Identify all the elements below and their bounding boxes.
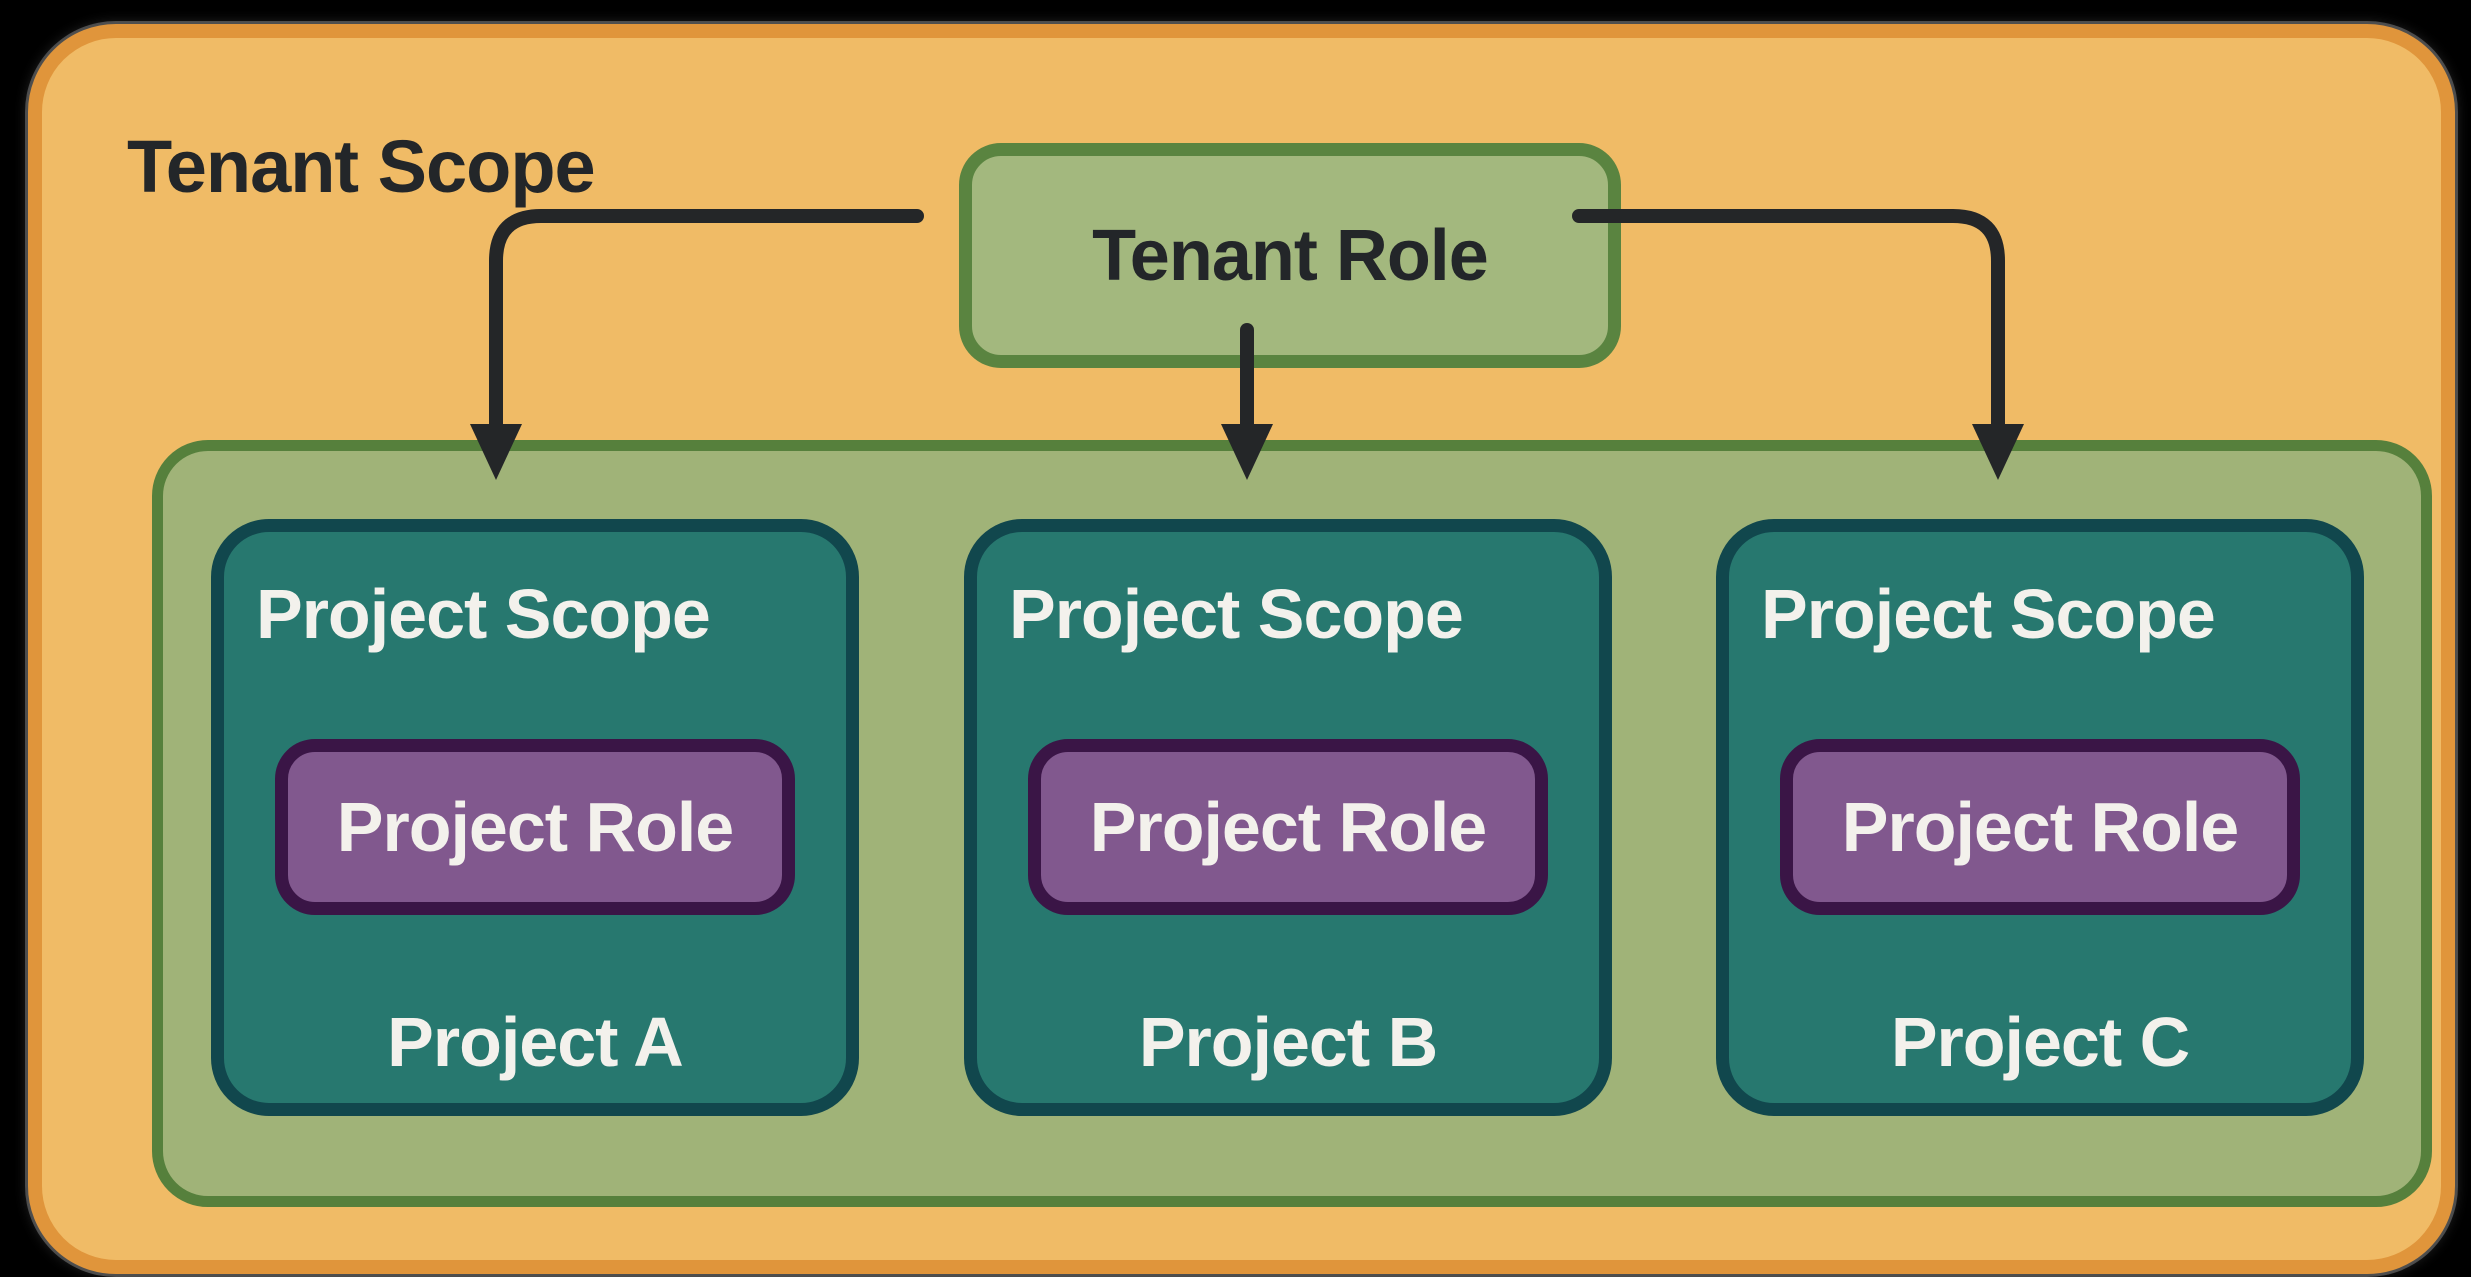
projects-group-container: Project Scope Project Role Project A Pro… — [152, 440, 2432, 1207]
project-scope-label-b: Project Scope — [1009, 575, 1464, 653]
project-scope-node-a: Project Scope Project Role Project A — [211, 519, 859, 1116]
project-role-node-c: Project Role — [1780, 739, 2300, 915]
project-role-node-b: Project Role — [1028, 739, 1548, 915]
project-scope-label-a: Project Scope — [256, 575, 711, 653]
project-scope-label-c: Project Scope — [1761, 575, 2216, 653]
project-role-label-c: Project Role — [1841, 788, 2239, 866]
project-name-label-b: Project B — [1138, 1003, 1438, 1081]
tenant-scope-container: Tenant Scope Tenant Role Project Scope P… — [28, 24, 2455, 1274]
project-name-label-a: Project A — [387, 1003, 684, 1081]
project-scope-node-b: Project Scope Project Role Project B — [964, 519, 1612, 1116]
project-name-label-c: Project C — [1890, 1003, 2190, 1081]
tenant-scope-label: Tenant Scope — [127, 125, 596, 208]
project-scope-node-c: Project Scope Project Role Project C — [1716, 519, 2364, 1116]
project-role-label-b: Project Role — [1089, 788, 1487, 866]
tenant-role-node: Tenant Role — [959, 143, 1621, 368]
project-role-label-a: Project Role — [336, 788, 734, 866]
tenant-role-label: Tenant Role — [1092, 215, 1489, 296]
project-role-node-a: Project Role — [275, 739, 795, 915]
